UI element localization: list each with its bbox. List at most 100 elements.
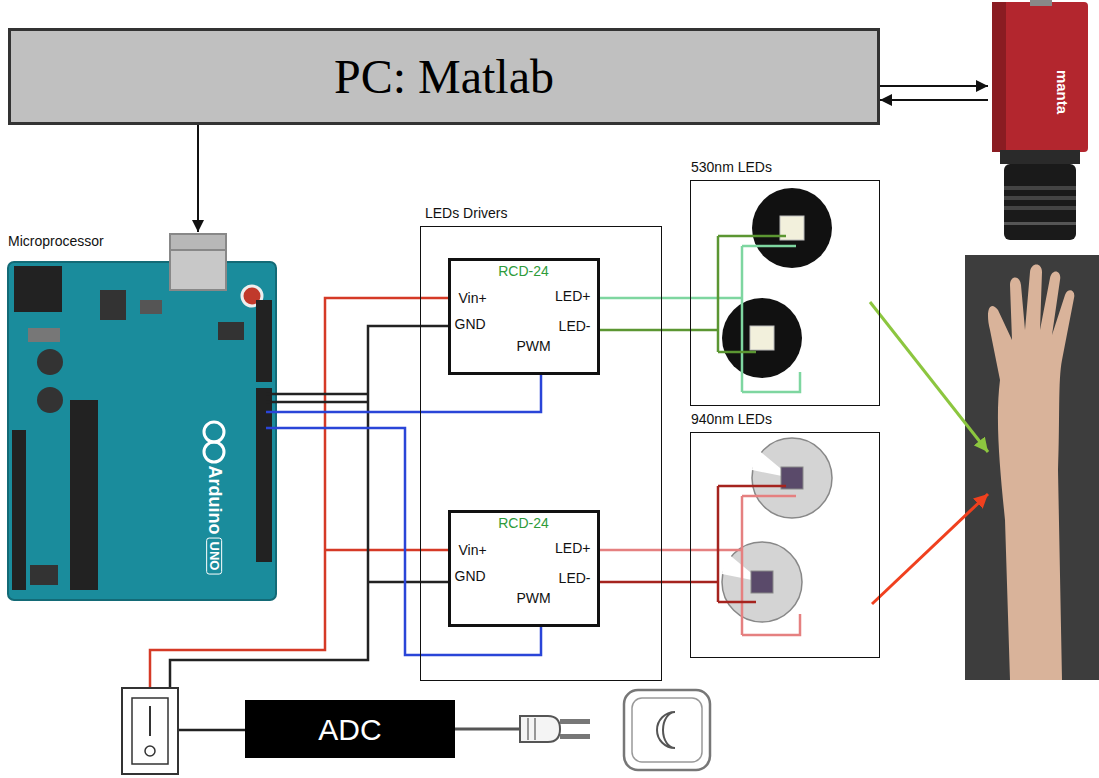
arduino-illustration-part: [8, 262, 276, 600]
led-group-box: 940nm LEDs: [690, 432, 880, 658]
green-led-boards-part: [690, 236, 800, 392]
infrared-led-boards-part: [722, 542, 802, 622]
wire: [280, 375, 541, 413]
arduino-illustration: [8, 234, 280, 600]
node-label: manta: [1054, 70, 1071, 114]
node-label: 530nm LEDs: [691, 160, 772, 175]
microprocessor-node: Microprocessor: [8, 232, 280, 602]
pin-name: Vin+: [459, 543, 487, 558]
green-led-boards: [690, 188, 832, 392]
power-wires-part: [368, 581, 448, 584]
camera-illustration-part: [1004, 196, 1076, 200]
arrow-connector: [197, 125, 199, 232]
power-wires-part: [280, 393, 368, 396]
arduino-illustration-part: [170, 234, 226, 290]
light-arrows-part: [872, 494, 988, 604]
mains-plug-part: [527, 718, 529, 740]
light-arrows: [870, 302, 988, 604]
arduino-illustration-part: [204, 442, 224, 462]
switch-symbol-part: [149, 706, 151, 736]
light-arrows-part: [870, 302, 988, 452]
arduino-illustration-part: [12, 430, 26, 590]
arduino-illustration-part: [37, 349, 63, 375]
arduino-illustration-part: [204, 422, 224, 442]
pin-name: LED+: [555, 289, 590, 304]
pin-name: GND: [455, 317, 486, 332]
camera-illustration-part: [1030, 0, 1052, 6]
wire: [600, 329, 691, 332]
power-wires-part: [325, 549, 448, 552]
computer-box: PC: Matlab: [8, 28, 880, 125]
green-led-boards-part: [750, 326, 774, 350]
infrared-led-boards-part-part: [742, 495, 796, 498]
power-wires-part: [170, 326, 448, 688]
wire: [600, 581, 691, 584]
arduino-illustration-part: [218, 322, 244, 340]
arduino-illustration-part: [70, 400, 98, 590]
infrared-led-boards-part-part: [690, 549, 742, 552]
pin-name: GND: [455, 569, 486, 584]
green-led-boards-part-part: [718, 351, 756, 354]
camera-illustration-part: [1004, 186, 1076, 190]
green-led-boards-part-part: [742, 245, 796, 248]
arduino-illustration-part: [170, 250, 226, 290]
switch-symbol-part: [132, 698, 168, 764]
infrared-led-boards-part-part: [741, 496, 744, 635]
board-logo-text: Arduino: [204, 466, 224, 535]
arduino-illustration-part: [28, 328, 60, 342]
led-driver-box: RCD-24Vin+GNDPWMLED+LED-: [448, 510, 600, 627]
mains-plug: [455, 690, 710, 770]
wire: [600, 297, 691, 300]
green-led-boards-part-part: [717, 236, 720, 352]
power-wires-part: [178, 729, 245, 732]
camera-illustration-part: [1004, 164, 1076, 240]
node-label: LEDs Drivers: [425, 206, 507, 221]
arduino-illustration-part: [256, 300, 272, 382]
infrared-led-boards-part-part: [718, 485, 786, 488]
node-label: RCD-24: [498, 516, 549, 531]
driver-group-box: RCD-24Vin+GNDPWMLED+LED-RCD-24Vin+GNDPWM…: [420, 226, 662, 681]
node-label: Microprocessor: [8, 234, 104, 249]
switch-symbol-part: [145, 746, 155, 756]
camera-illustration-part: [992, 2, 1088, 152]
arm-illustration: [965, 255, 1099, 680]
switch-symbol-part: [122, 688, 178, 774]
arduino-illustration-part: [14, 266, 62, 312]
infrared-led-boards-part-part: [718, 601, 756, 604]
infrared-led-boards: [690, 438, 832, 635]
arm-illustration-part: [965, 255, 1099, 680]
arduino-illustration-part: [140, 300, 162, 314]
mains-plug-part: [520, 716, 560, 742]
infrared-led-boards-part: [751, 571, 773, 593]
mains-plug-part: [534, 718, 536, 740]
pin-name: LED+: [555, 541, 590, 556]
mains-plug-part: [632, 698, 702, 762]
green-led-boards-part: [722, 298, 802, 378]
camera-illustration-part: [1004, 206, 1076, 210]
adc-box: ADC: [245, 700, 455, 758]
camera-node: manta: [988, 0, 1092, 242]
pin-name: PWM: [517, 339, 551, 354]
node-label: ADC: [318, 713, 381, 746]
green-led-boards-part-part: [741, 246, 744, 392]
pin-name: LED-: [559, 571, 591, 586]
pin-name: Vin+: [459, 291, 487, 306]
wire: [600, 549, 691, 552]
switch-symbol: [122, 688, 178, 774]
node-label: 940nm LEDs: [691, 412, 772, 427]
camera-illustration: [992, 0, 1088, 240]
camera-illustration-part: [1000, 150, 1080, 164]
arrow-connector: [880, 99, 988, 101]
infrared-led-boards-part: [752, 438, 832, 518]
pin-name: LED-: [559, 319, 591, 334]
infrared-led-boards-part: [690, 486, 800, 635]
arrow-connector: [880, 85, 988, 87]
arduino-illustration-part: [30, 565, 58, 585]
arduino-illustration-part: [100, 290, 126, 320]
led-group-box: 530nm LEDs: [690, 180, 880, 406]
green-led-boards-part: [752, 188, 832, 268]
green-led-boards-part-part: [690, 329, 718, 332]
mains-plug-part: [455, 728, 520, 731]
node-label: RCD-24: [498, 264, 549, 279]
infrared-led-boards-part-part: [742, 614, 800, 635]
